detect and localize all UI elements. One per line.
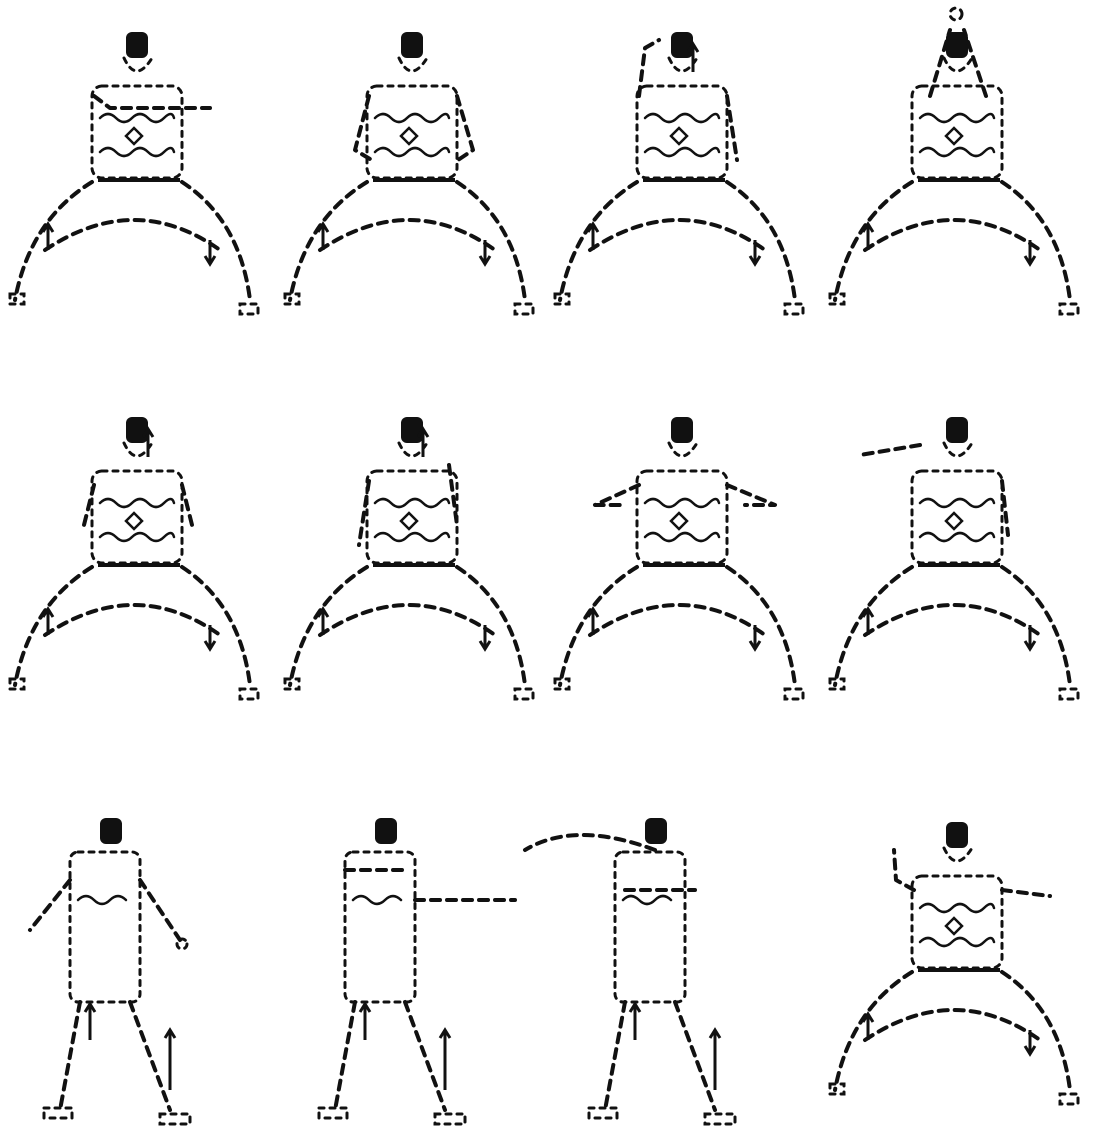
figure-pose-2 (285, 32, 533, 314)
sweater-pattern-wave (920, 499, 994, 507)
right-foot (240, 304, 258, 314)
arms (355, 96, 473, 162)
sweater-pattern-wave (78, 896, 126, 904)
right-foot (1060, 689, 1078, 699)
figure-pose-1 (10, 32, 258, 314)
sweater-pattern-diamond (946, 128, 962, 144)
figure-pose-4 (830, 8, 1078, 314)
head-hair (401, 32, 423, 58)
sweater-pattern-diamond (126, 513, 142, 529)
arms (894, 850, 1050, 896)
arms (595, 485, 775, 505)
face-outline (669, 443, 697, 456)
legs-side-stance (589, 1002, 735, 1124)
sweater-pattern-wave (353, 896, 401, 904)
sweater-pattern-diamond (946, 513, 962, 529)
sweater-pattern-wave (645, 499, 719, 507)
back-foot (44, 1108, 72, 1118)
arms (345, 870, 515, 900)
head-hair (126, 32, 148, 58)
head-hair (645, 818, 667, 844)
sweater-pattern-wave (645, 533, 719, 541)
arms (30, 880, 187, 949)
sweater-pattern-wave (100, 499, 174, 507)
face-outline (944, 58, 972, 71)
right-foot (785, 304, 803, 314)
figure-pose-6 (285, 417, 533, 699)
sweater-pattern-wave (100, 148, 174, 156)
sweater-pattern-wave (920, 904, 994, 912)
right-foot (1060, 1094, 1078, 1104)
back-foot (589, 1108, 617, 1118)
sweater-pattern-diamond (946, 918, 962, 934)
motion-arrow (710, 1030, 720, 1090)
head-hair (126, 417, 148, 443)
sweater-pattern-wave (100, 114, 174, 122)
figure-pose-5 (10, 417, 258, 699)
arms (860, 445, 1008, 535)
torso-outline (70, 852, 140, 1002)
torso-outline (615, 852, 685, 1002)
motion-arrow (85, 1004, 95, 1040)
face-outline (124, 58, 152, 71)
head-hair (671, 32, 693, 58)
sweater-pattern-wave (645, 148, 719, 156)
figure-pose-3 (555, 32, 803, 314)
head-hair (100, 818, 122, 844)
figure-pose-12 (830, 822, 1078, 1104)
sweater-pattern-wave (375, 499, 449, 507)
head-hair (375, 818, 397, 844)
arms (84, 485, 192, 525)
right-foot (515, 689, 533, 699)
figure-pose-8 (830, 417, 1078, 699)
right-foot (240, 689, 258, 699)
front-foot (160, 1114, 190, 1124)
front-foot (435, 1114, 465, 1124)
head-hair (946, 417, 968, 443)
sweater-pattern-wave (375, 533, 449, 541)
face-outline (399, 58, 427, 71)
figure-pose-7 (555, 417, 803, 699)
head-hair (671, 417, 693, 443)
sweater-pattern-wave (623, 896, 671, 904)
motion-arrow (630, 1004, 640, 1040)
sweater-pattern-wave (920, 114, 994, 122)
sweater-pattern-diamond (401, 128, 417, 144)
sweater-pattern-wave (375, 114, 449, 122)
sweater-pattern-diamond (401, 513, 417, 529)
motion-arrow (360, 1004, 370, 1040)
arms (525, 835, 695, 890)
legs-side-stance (319, 1002, 465, 1124)
right-foot (1060, 304, 1078, 314)
right-foot (515, 304, 533, 314)
sweater-pattern-wave (920, 533, 994, 541)
right-foot (785, 689, 803, 699)
face-outline (944, 848, 972, 861)
back-foot (319, 1108, 347, 1118)
head-hair (946, 822, 968, 848)
sweater-pattern-wave (100, 533, 174, 541)
arms (639, 40, 737, 160)
sweater-pattern-diamond (671, 128, 687, 144)
sweater-pattern-wave (375, 148, 449, 156)
figure-pose-9 (30, 818, 190, 1124)
head-hair (401, 417, 423, 443)
arms (94, 96, 210, 108)
sweater-pattern-wave (920, 938, 994, 946)
face-outline (944, 443, 972, 456)
motion-arrow (165, 1030, 175, 1090)
sweater-pattern-wave (920, 148, 994, 156)
sweater-pattern-diamond (671, 513, 687, 529)
torso-outline (345, 852, 415, 1002)
legs-side-stance (44, 1002, 190, 1124)
figure-pose-10 (319, 818, 515, 1124)
motion-arrow (440, 1030, 450, 1090)
sweater-pattern-diamond (126, 128, 142, 144)
front-foot (705, 1114, 735, 1124)
sweater-pattern-wave (645, 114, 719, 122)
figure-pose-11 (525, 818, 735, 1124)
